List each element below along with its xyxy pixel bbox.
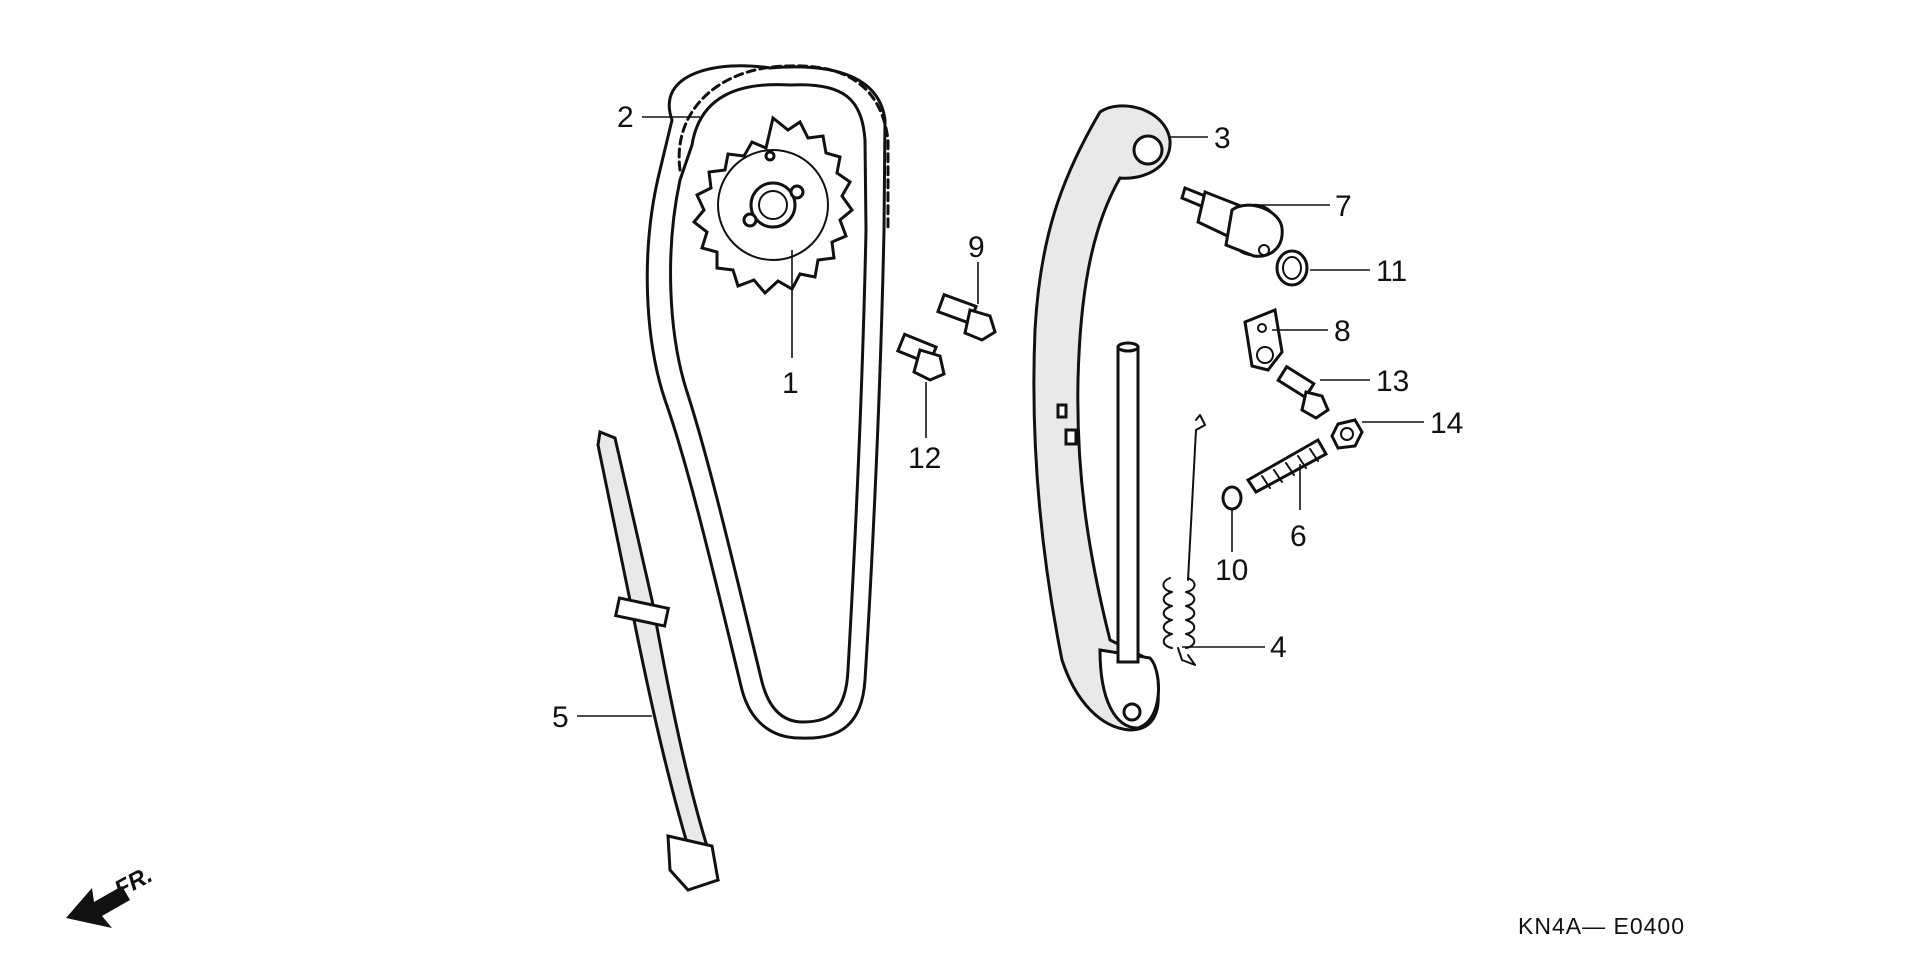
plate-8: [1243, 307, 1284, 372]
tensioner-spring: [1162, 414, 1206, 666]
leader-lines: [577, 116, 1424, 717]
tensioner-rod: [1116, 341, 1140, 664]
callout-11: 11: [1376, 255, 1407, 288]
callout-12: 12: [908, 442, 941, 475]
bolt-12: [895, 332, 946, 382]
front-direction-arrow: FR.: [66, 861, 157, 928]
callout-6: 6: [1290, 520, 1307, 553]
callout-4: 4: [1270, 631, 1287, 664]
washer-11: [1275, 249, 1309, 287]
cam-sprocket: [691, 115, 855, 296]
callout-1: 1: [782, 367, 799, 400]
nut-14: [1330, 418, 1364, 450]
threaded-stud-6: [1245, 437, 1329, 494]
callout-2: 2: [617, 101, 634, 134]
callout-labels: 1 2 3 4 5 6 7 8 9 10 11 12 13 14: [552, 101, 1463, 734]
callout-9: 9: [968, 231, 985, 264]
chain-guide: [596, 429, 720, 892]
arrow-left-icon: [66, 886, 130, 928]
callout-3: 3: [1214, 122, 1231, 155]
cam-chain: [645, 64, 890, 740]
callout-8: 8: [1334, 315, 1351, 348]
washer-10: [1221, 485, 1243, 511]
tensioner-lifter: [1180, 185, 1284, 258]
bolt-9: [936, 292, 997, 342]
callout-13: 13: [1376, 365, 1409, 398]
callout-7: 7: [1335, 190, 1352, 223]
bolt-13: [1276, 364, 1330, 420]
callout-10: 10: [1215, 554, 1248, 587]
drawing-code: KN4A— E0400: [1518, 913, 1685, 939]
chain-links: [677, 64, 890, 232]
callout-14: 14: [1430, 407, 1463, 440]
callout-5: 5: [552, 701, 569, 734]
tensioner-arm: [1032, 104, 1172, 732]
